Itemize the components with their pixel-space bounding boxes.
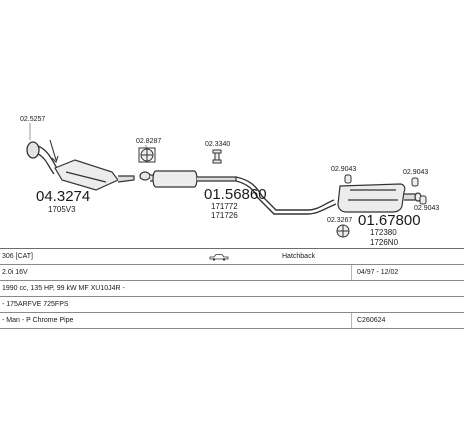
middle-silencer <box>139 170 237 188</box>
engine-codes: - 175ARFVE 725FPS <box>2 301 69 308</box>
fitting-code: 02.8287 <box>136 138 161 145</box>
date-range: 04/97 - 12/02 <box>357 269 399 276</box>
leader-lines <box>29 123 147 148</box>
body-type: Hatchback <box>282 253 316 260</box>
hanger-icon <box>344 174 427 205</box>
fitting-code: 02.5257 <box>20 116 45 123</box>
fitting-arrow <box>49 139 59 164</box>
info-row: 306 [CAT] Hatchback <box>0 249 464 265</box>
fitting-code: 02.9043 <box>331 166 356 173</box>
part-code-1: 1705V3 <box>48 205 76 214</box>
intermediate-pipe <box>235 176 337 215</box>
part-number-3: 01.67800 <box>358 212 421 229</box>
info-row: 1990 cc, 135 HP, 99 kW MF XU10J4R - <box>0 281 464 297</box>
info-row: 2.0i 16V 04/97 - 12/02 <box>0 265 464 281</box>
front-pipe <box>26 141 59 175</box>
info-row: - Man - P Chrome Pipe C260624 <box>0 313 464 329</box>
column-divider <box>351 313 352 328</box>
fitting-code: 02.9043 <box>403 169 428 176</box>
part-number-1: 04.3274 <box>36 188 90 205</box>
fitting-code: 02.3267 <box>327 217 352 224</box>
car-icon <box>209 254 229 261</box>
part-code-2a: 171772 <box>211 202 238 211</box>
engine-specs: 1990 cc, 135 HP, 99 kW MF XU10J4R - <box>2 285 125 292</box>
fitting-code: 02.3340 <box>205 141 230 148</box>
column-divider <box>351 265 352 280</box>
engine-label: 2.0i 16V <box>2 269 28 276</box>
clamp-icon <box>138 147 156 163</box>
clamp-icon <box>336 224 350 238</box>
rear-silencer <box>337 183 422 213</box>
part-code-3b: 1726N0 <box>370 238 399 247</box>
model-label: 306 [CAT] <box>2 253 33 260</box>
part-code-3a: 172380 <box>370 228 397 237</box>
exhaust-system-diagram: 04.3274 1705V3 01.56860 171772 171726 01… <box>20 116 439 247</box>
bolt-icon <box>212 149 222 164</box>
catalytic-converter <box>54 159 135 191</box>
notes: - Man - P Chrome Pipe <box>2 317 74 324</box>
vehicle-info-table: 306 [CAT] Hatchback 2.0i 16V 04/97 - 12/… <box>0 248 464 329</box>
part-number-2: 01.56860 <box>204 186 267 203</box>
info-row: - 175ARFVE 725FPS <box>0 297 464 313</box>
fitting-code: 02.9043 <box>414 205 439 212</box>
part-code-2b: 171726 <box>211 211 238 220</box>
reference-code: C260624 <box>357 317 386 324</box>
